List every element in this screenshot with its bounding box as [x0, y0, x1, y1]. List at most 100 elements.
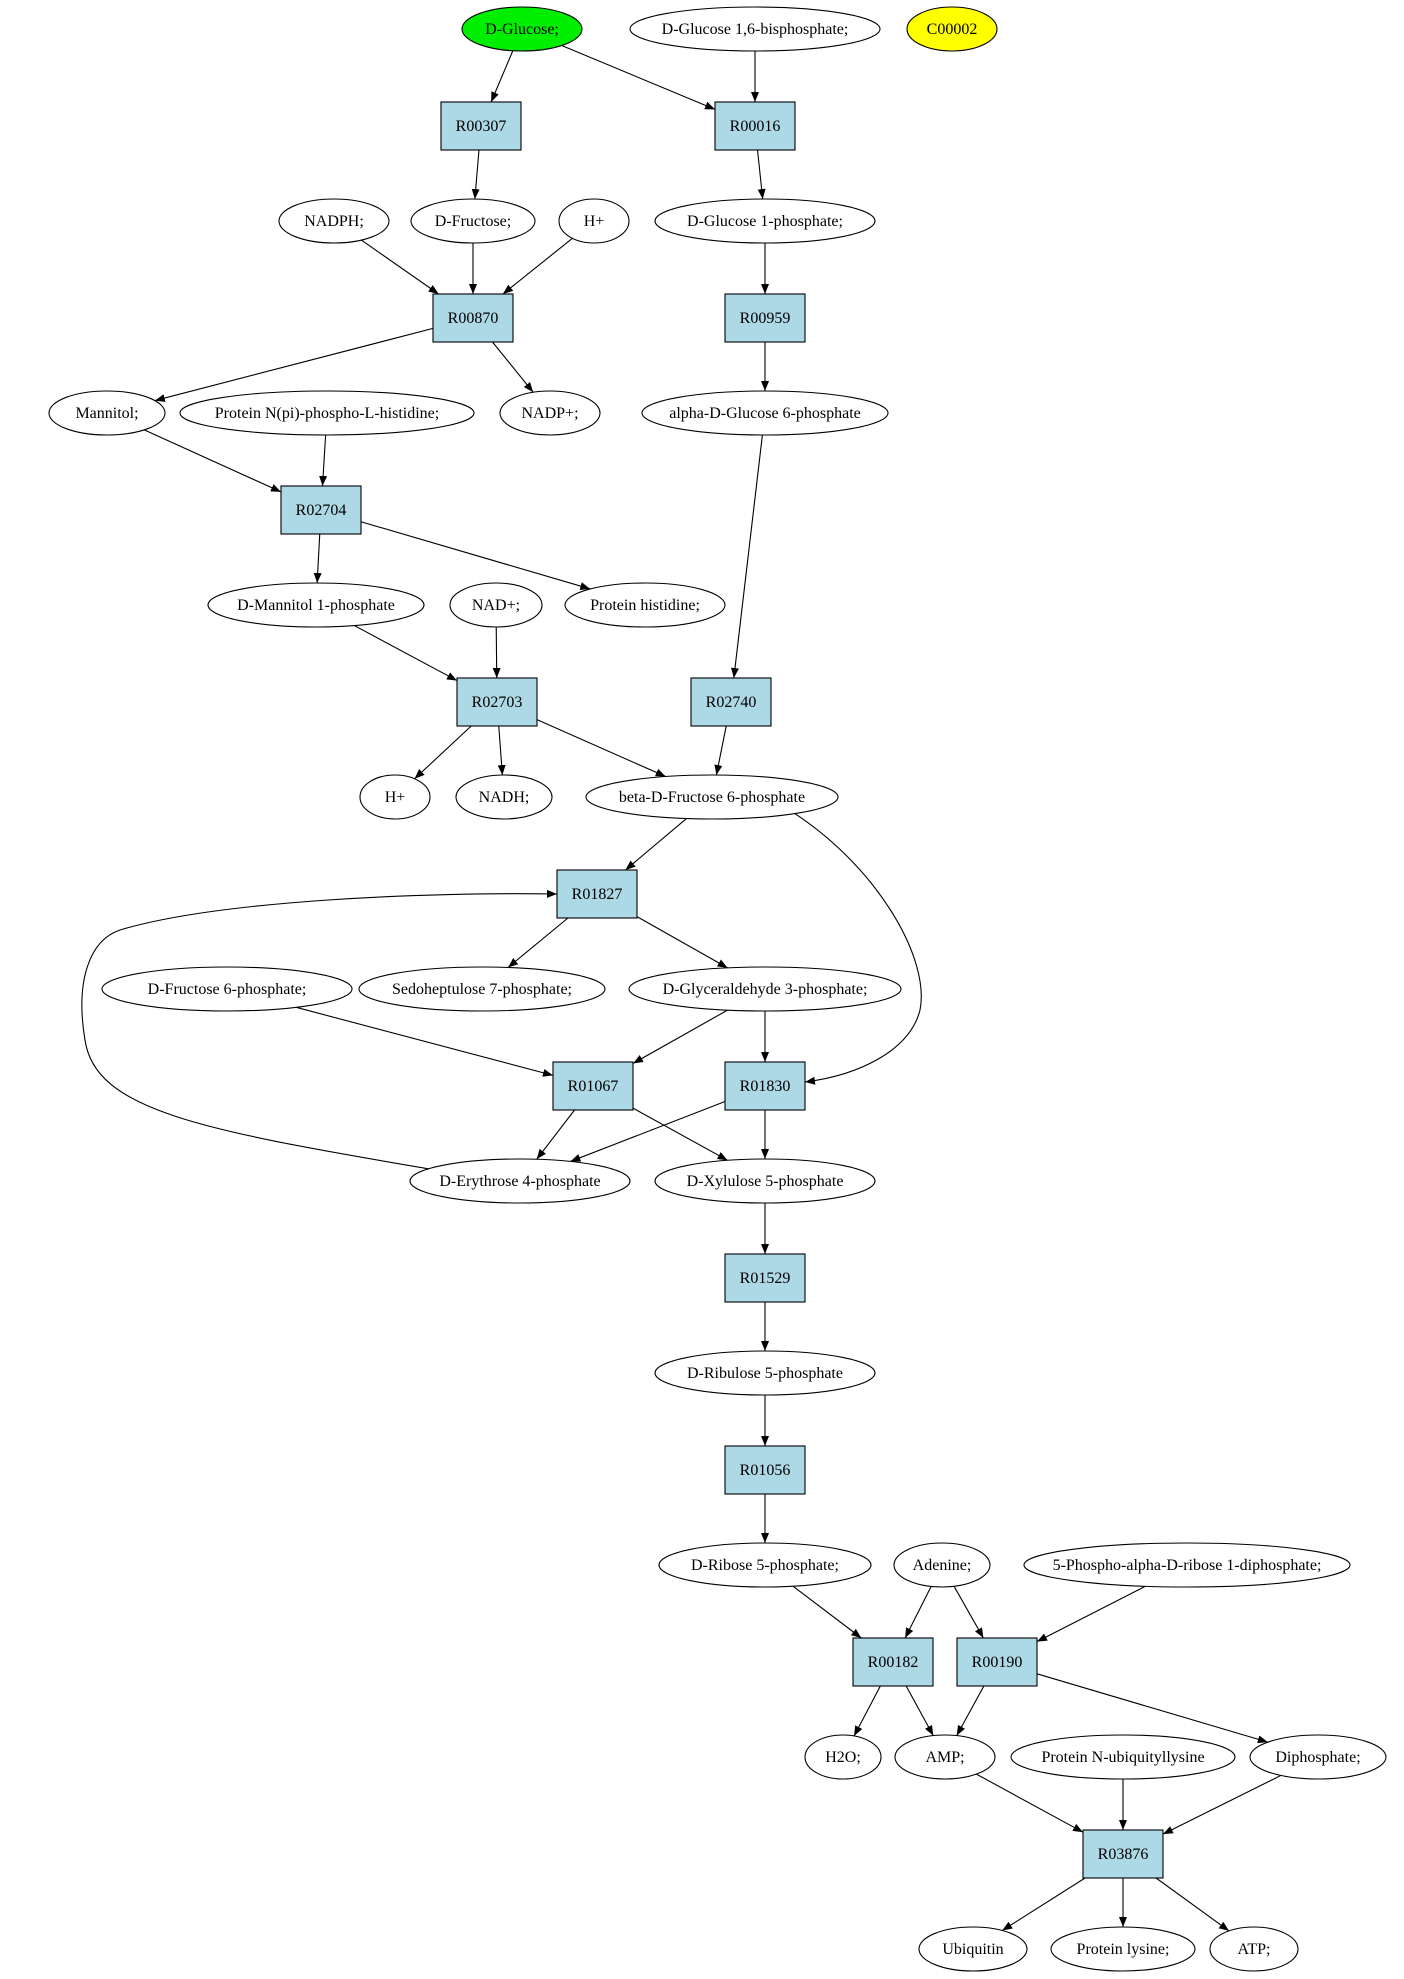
edge-h1-to-R00870: [502, 237, 573, 295]
compound-shape: [1249, 1734, 1387, 1780]
compound-label: D-Mannitol 1-phosphate: [237, 597, 395, 614]
compound-label: Diphosphate;: [1275, 1749, 1360, 1766]
compound-node-s7p[interactable]: Sedoheptulose 7-phosphate;: [358, 966, 606, 1012]
reaction-node-R00182[interactable]: R00182: [852, 1637, 934, 1687]
compound-node-x5p[interactable]: D-Xylulose 5-phosphate: [654, 1158, 876, 1204]
compound-label: D-Xylulose 5-phosphate: [687, 1173, 844, 1190]
compound-node-r5p[interactable]: D-Ribose 5-phosphate;: [658, 1542, 872, 1588]
edge-ag6p-to-R02740: [731, 434, 763, 679]
compound-node-h1[interactable]: H+: [558, 198, 630, 244]
reaction-node-R01067[interactable]: R01067: [552, 1061, 634, 1111]
reaction-label: R01830: [740, 1078, 791, 1095]
edge-R02704-to-m1p: [313, 533, 322, 584]
compound-node-ppi[interactable]: Diphosphate;: [1249, 1734, 1387, 1780]
reaction-node-R00016[interactable]: R00016: [714, 101, 796, 151]
compound-node-fru[interactable]: D-Fructose;: [410, 198, 536, 244]
compound-node-e4p[interactable]: D-Erythrose 4-phosphate: [409, 1158, 631, 1204]
reaction-label: R00016: [730, 118, 781, 135]
compound-label: D-Ribose 5-phosphate;: [691, 1557, 839, 1574]
compound-node-c00002[interactable]: C00002: [906, 6, 998, 52]
reaction-node-R02740[interactable]: R02740: [690, 677, 772, 727]
reaction-node-R00959[interactable]: R00959: [724, 293, 806, 343]
compound-node-ag6p[interactable]: alpha-D-Glucose 6-phosphate: [641, 390, 889, 436]
reaction-node-R01529[interactable]: R01529: [724, 1253, 806, 1303]
compound-node-glc[interactable]: D-Glucose;: [461, 6, 583, 52]
compound-node-nadh[interactable]: NADH;: [455, 774, 553, 820]
compound-node-mannitol[interactable]: Mannitol;: [48, 390, 166, 436]
edge-R01067-to-x5p: [632, 1107, 728, 1161]
compound-node-f6p[interactable]: D-Fructose 6-phosphate;: [101, 966, 353, 1012]
compound-node-g1p[interactable]: D-Glucose 1-phosphate;: [654, 198, 876, 244]
edge-R01827-to-s7p: [507, 917, 569, 968]
compound-shape: [359, 774, 431, 820]
compound-node-bf6p[interactable]: beta-D-Fructose 6-phosphate: [585, 774, 839, 820]
compound-node-nadph[interactable]: NADPH;: [278, 198, 390, 244]
compound-label: H+: [385, 789, 406, 806]
reaction-node-R00190[interactable]: R00190: [956, 1637, 1038, 1687]
reaction-box: [440, 101, 522, 151]
compound-node-h2[interactable]: H+: [359, 774, 431, 820]
compound-label: NADP+;: [521, 405, 578, 422]
compound-label: D-Fructose 6-phosphate;: [148, 981, 307, 998]
compound-node-nadpp[interactable]: NADP+;: [499, 390, 601, 436]
reaction-box: [724, 1061, 806, 1111]
compound-label: D-Fructose;: [435, 213, 511, 230]
compound-node-adenine[interactable]: Adenine;: [893, 1542, 991, 1588]
compound-label: NADH;: [479, 789, 530, 806]
compound-label: 5-Phospho-alpha-D-ribose 1-diphosphate;: [1053, 1557, 1322, 1574]
reaction-node-R00870[interactable]: R00870: [432, 293, 514, 343]
reaction-node-R01056[interactable]: R01056: [724, 1445, 806, 1495]
compound-label: H+: [584, 213, 605, 230]
reaction-box: [690, 677, 772, 727]
compound-shape: [278, 198, 390, 244]
compound-label: C00002: [927, 21, 978, 38]
compound-shape: [894, 1734, 996, 1780]
compound-node-g3p[interactable]: D-Glyceraldehyde 3-phosphate;: [628, 966, 902, 1012]
reaction-node-R01827[interactable]: R01827: [556, 869, 638, 919]
compound-node-npphis[interactable]: Protein N(pi)-phospho-L-histidine;: [179, 390, 475, 436]
compound-label: beta-D-Fructose 6-phosphate: [619, 789, 805, 806]
compound-shape: [629, 6, 881, 52]
compound-shape: [179, 390, 475, 436]
compound-label: Protein N(pi)-phospho-L-histidine;: [215, 405, 439, 422]
reaction-node-R01830[interactable]: R01830: [724, 1061, 806, 1111]
compound-node-ubq[interactable]: Ubiquitin: [918, 1926, 1028, 1972]
compound-node-ru5p[interactable]: D-Ribulose 5-phosphate: [654, 1350, 876, 1396]
compound-node-pnub[interactable]: Protein N-ubiquityllysine: [1010, 1734, 1236, 1780]
compound-shape: [48, 390, 166, 436]
edge-bf6p-to-R01827: [625, 818, 687, 871]
node-layer: D-Glucose; D-Glucose 1,6-bisphosphate; C00…: [48, 6, 1387, 1972]
compound-node-nadp[interactable]: NAD+;: [449, 582, 543, 628]
reaction-label: R00182: [868, 1654, 919, 1671]
reaction-node-R03876[interactable]: R03876: [1082, 1829, 1164, 1879]
compound-node-atp[interactable]: ATP;: [1209, 1926, 1299, 1972]
compound-node-amp[interactable]: AMP;: [894, 1734, 996, 1780]
edge-R02703-to-nadh: [497, 725, 506, 776]
reaction-node-R02703[interactable]: R02703: [456, 677, 538, 727]
reaction-node-R00307[interactable]: R00307: [440, 101, 522, 151]
reaction-node-R02704[interactable]: R02704: [280, 485, 362, 535]
compound-node-h2o[interactable]: H2O;: [804, 1734, 882, 1780]
edge-R02704-to-prothis: [360, 521, 591, 590]
compound-shape: [461, 6, 583, 52]
reaction-label: R00959: [740, 310, 791, 327]
compound-label: alpha-D-Glucose 6-phosphate: [669, 405, 861, 422]
compound-node-glc16bp[interactable]: D-Glucose 1,6-bisphosphate;: [629, 6, 881, 52]
compound-node-prpp[interactable]: 5-Phospho-alpha-D-ribose 1-diphosphate;: [1023, 1542, 1351, 1588]
edge-R02703-to-bf6p: [536, 719, 666, 778]
edge-nadph-to-R00870: [361, 239, 439, 295]
compound-shape: [918, 1926, 1028, 1972]
edge-g3p-to-R01067: [632, 1009, 728, 1064]
edge-R01067-to-e4p: [536, 1109, 575, 1160]
reaction-box: [456, 677, 538, 727]
edge-bf6p-to-R01830: [794, 813, 922, 1085]
compound-node-m1p[interactable]: D-Mannitol 1-phosphate: [207, 582, 425, 628]
compound-node-prothis[interactable]: Protein histidine;: [564, 582, 726, 628]
compound-label: NAD+;: [472, 597, 520, 614]
edge-nadp-to-R02703: [492, 626, 501, 679]
compound-shape: [449, 582, 543, 628]
compound-node-plys[interactable]: Protein lysine;: [1050, 1926, 1196, 1972]
compound-label: Sedoheptulose 7-phosphate;: [392, 981, 572, 998]
compound-label: Protein N-ubiquityllysine: [1041, 1749, 1204, 1766]
reaction-label: R02740: [706, 694, 757, 711]
